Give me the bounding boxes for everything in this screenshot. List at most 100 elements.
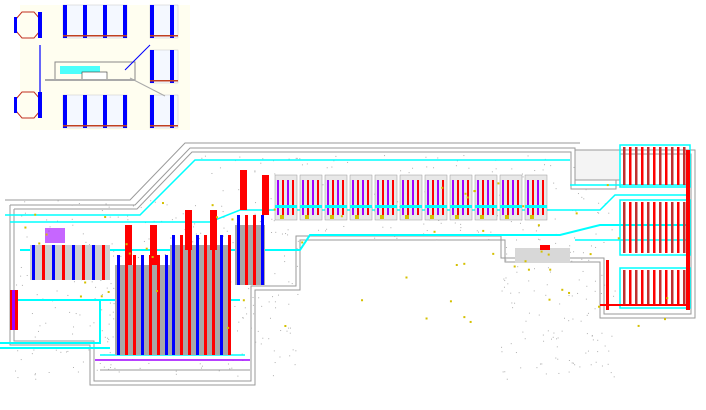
stipple-dot [76,313,77,314]
stipple-dot [90,325,91,326]
stipple-dot [289,355,290,356]
via [426,318,428,320]
stipple-dot [539,315,540,316]
gate-finger [141,255,144,355]
via [441,187,443,189]
stipple-dot [587,315,588,316]
input-device [45,228,65,243]
stipple-dot [274,220,275,221]
stipple-dot [525,321,526,322]
stipple-dot [260,163,261,164]
metal-finger [123,5,127,38]
via [522,205,524,207]
stipple-dot [455,223,456,224]
stipple-dot [614,376,615,377]
stipple-dot [238,322,239,323]
metal-finger [123,95,127,128]
mid-gate [377,180,379,215]
stipple-dot [255,202,256,203]
stipple-dot [275,307,276,308]
via [568,292,570,294]
via [514,265,516,267]
mid-gate [477,180,479,215]
stipple-dot [595,281,596,282]
stipple-dot [347,162,348,163]
stipple-dot [227,231,228,232]
gate-finger [149,255,152,355]
stipple-dot [101,309,102,310]
mid-gate [432,180,434,215]
stipple-dot [279,356,280,357]
stipple-dot [331,167,332,168]
mid-strap [475,205,497,208]
stipple-dot [67,351,68,352]
stipple-dot [192,241,193,242]
stipple-dot [569,372,570,373]
stipple-dot [572,362,573,363]
stipple-dot [167,204,168,205]
stipple-dot [396,238,397,239]
stipple-dot [46,219,47,220]
stipple-dot [579,366,580,367]
via [434,231,436,233]
stipple-dot [384,155,385,156]
via [301,241,303,243]
capacitor-finger [635,147,638,185]
poly-strap [150,80,178,82]
stipple-dot [601,333,602,334]
via [470,321,472,323]
stipple-dot [21,267,22,268]
mid-gate [437,180,439,215]
via [46,234,48,236]
stipple-dot [73,326,74,327]
overview-thumbnail [14,5,190,130]
stipple-dot [79,314,80,315]
stipple-dot [488,239,489,240]
capacitor-finger [683,147,686,185]
via [492,253,494,255]
stipple-dot [262,158,263,159]
stipple-dot [113,312,114,313]
gate-finger [172,235,175,355]
via [497,182,499,184]
via [473,190,475,192]
stipple-dot [520,223,521,224]
stipple-dot [298,241,299,242]
capacitor-finger [653,147,656,185]
mid-gate [502,180,504,215]
cell-area [63,5,127,38]
stipple-dot [114,368,115,369]
stipple-dot [581,259,582,260]
stipple-dot [172,219,173,220]
stipple-dot [176,374,177,375]
stipple-dot [522,174,523,175]
stipple-dot [196,234,197,235]
mid-gate [537,180,539,215]
stipple-dot [492,171,493,172]
mid-gate [292,180,294,215]
stipple-dot [605,346,606,347]
stipple-dot [140,368,141,369]
mid-gate [367,180,369,215]
stipple-dot [194,223,195,224]
stipple-dot [602,366,603,367]
mid-gate [317,180,319,215]
via [101,295,103,297]
stipple-dot [288,304,289,305]
stipple-dot [437,157,438,158]
input-implant [12,290,15,330]
stipple-dot [608,213,609,214]
stipple-dot [108,339,109,340]
stipple-dot [246,313,247,314]
stipple-dot [574,364,575,365]
stipple-dot [460,224,461,225]
mid-gate [532,180,534,215]
stipple-dot [528,280,529,281]
stipple-dot [107,338,108,339]
stipple-dot [608,364,609,365]
mid-gate [307,180,309,215]
mid-gate [357,180,359,215]
stipple-dot [292,283,293,284]
stipple-dot [588,351,589,352]
stipple-dot [127,219,128,220]
